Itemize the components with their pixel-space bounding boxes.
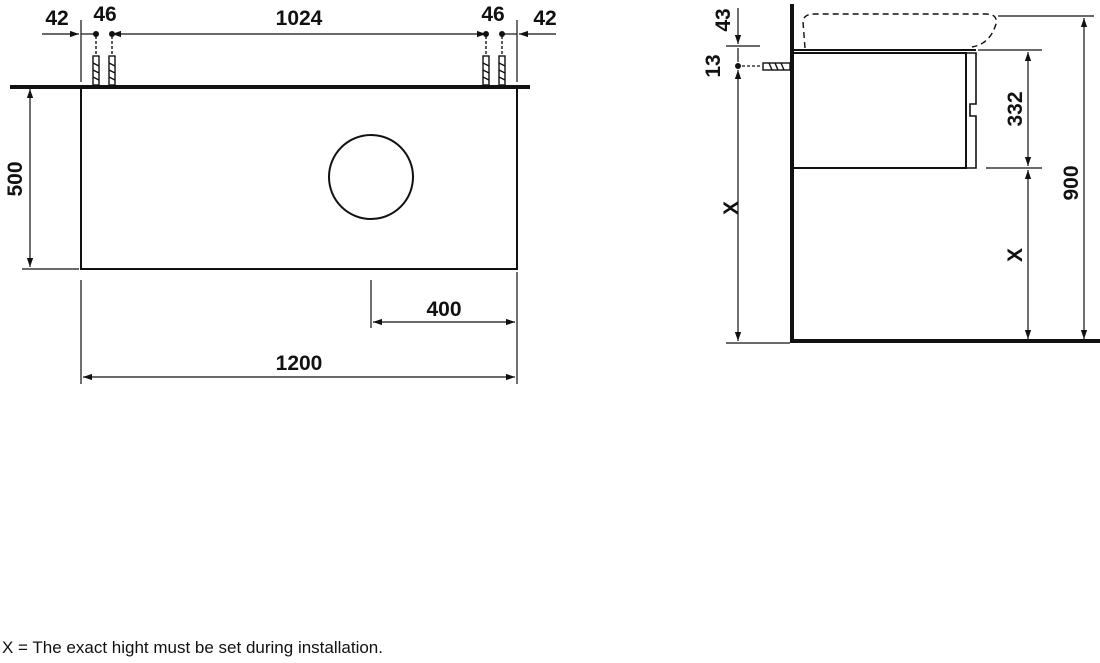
top-dimension-line	[42, 20, 556, 82]
dim-label-drawer-height: 332	[1004, 91, 1027, 126]
dim-label-hole-offset: 400	[426, 298, 461, 321]
dim-label-width: 1200	[276, 352, 323, 375]
dim-label-height-x-left: X	[720, 201, 743, 215]
dim-label-anchor-right: 46	[481, 3, 504, 26]
dim-label-top-gap: 43	[712, 8, 735, 31]
dim-label-height-x-right: X	[1004, 248, 1027, 262]
anchor-bolt-right-2	[498, 36, 506, 86]
dim-label-total-height: 900	[1060, 165, 1083, 200]
installation-footnote: X = The exact hight must be set during i…	[2, 638, 383, 657]
dim-label-anchor-left: 46	[93, 3, 116, 26]
dim-label-edge-left: 42	[45, 7, 68, 30]
dim-label-height: 500	[4, 161, 27, 196]
basin-outline	[802, 13, 997, 49]
basin-hole	[328, 134, 414, 220]
side-left-dimension-line	[726, 8, 790, 344]
dim-label-anchor-span: 1024	[276, 7, 323, 30]
bottom-dimension-lines	[80, 272, 518, 384]
side-anchor-point	[735, 63, 741, 69]
front-cabinet-body	[80, 86, 518, 270]
side-drawer-body	[794, 52, 967, 169]
dim-label-edge-right: 42	[533, 7, 556, 30]
anchor-bolt-right-1	[482, 36, 490, 86]
front-view: 42 46 1024 46 42 500 400 1200	[4, 3, 557, 384]
anchor-bolt-left-2	[108, 36, 116, 86]
anchor-bolt-left-1	[92, 36, 100, 86]
side-total-dimension-line	[998, 15, 1094, 339]
dim-label-anchor-height: 13	[702, 54, 725, 77]
side-drawer-front	[966, 52, 977, 169]
side-view: 43 13 X 332 X 900	[702, 4, 1100, 344]
side-right-dimension-line	[978, 49, 1042, 339]
height-dimension-line	[22, 89, 79, 270]
side-anchor-bolt	[762, 62, 791, 71]
